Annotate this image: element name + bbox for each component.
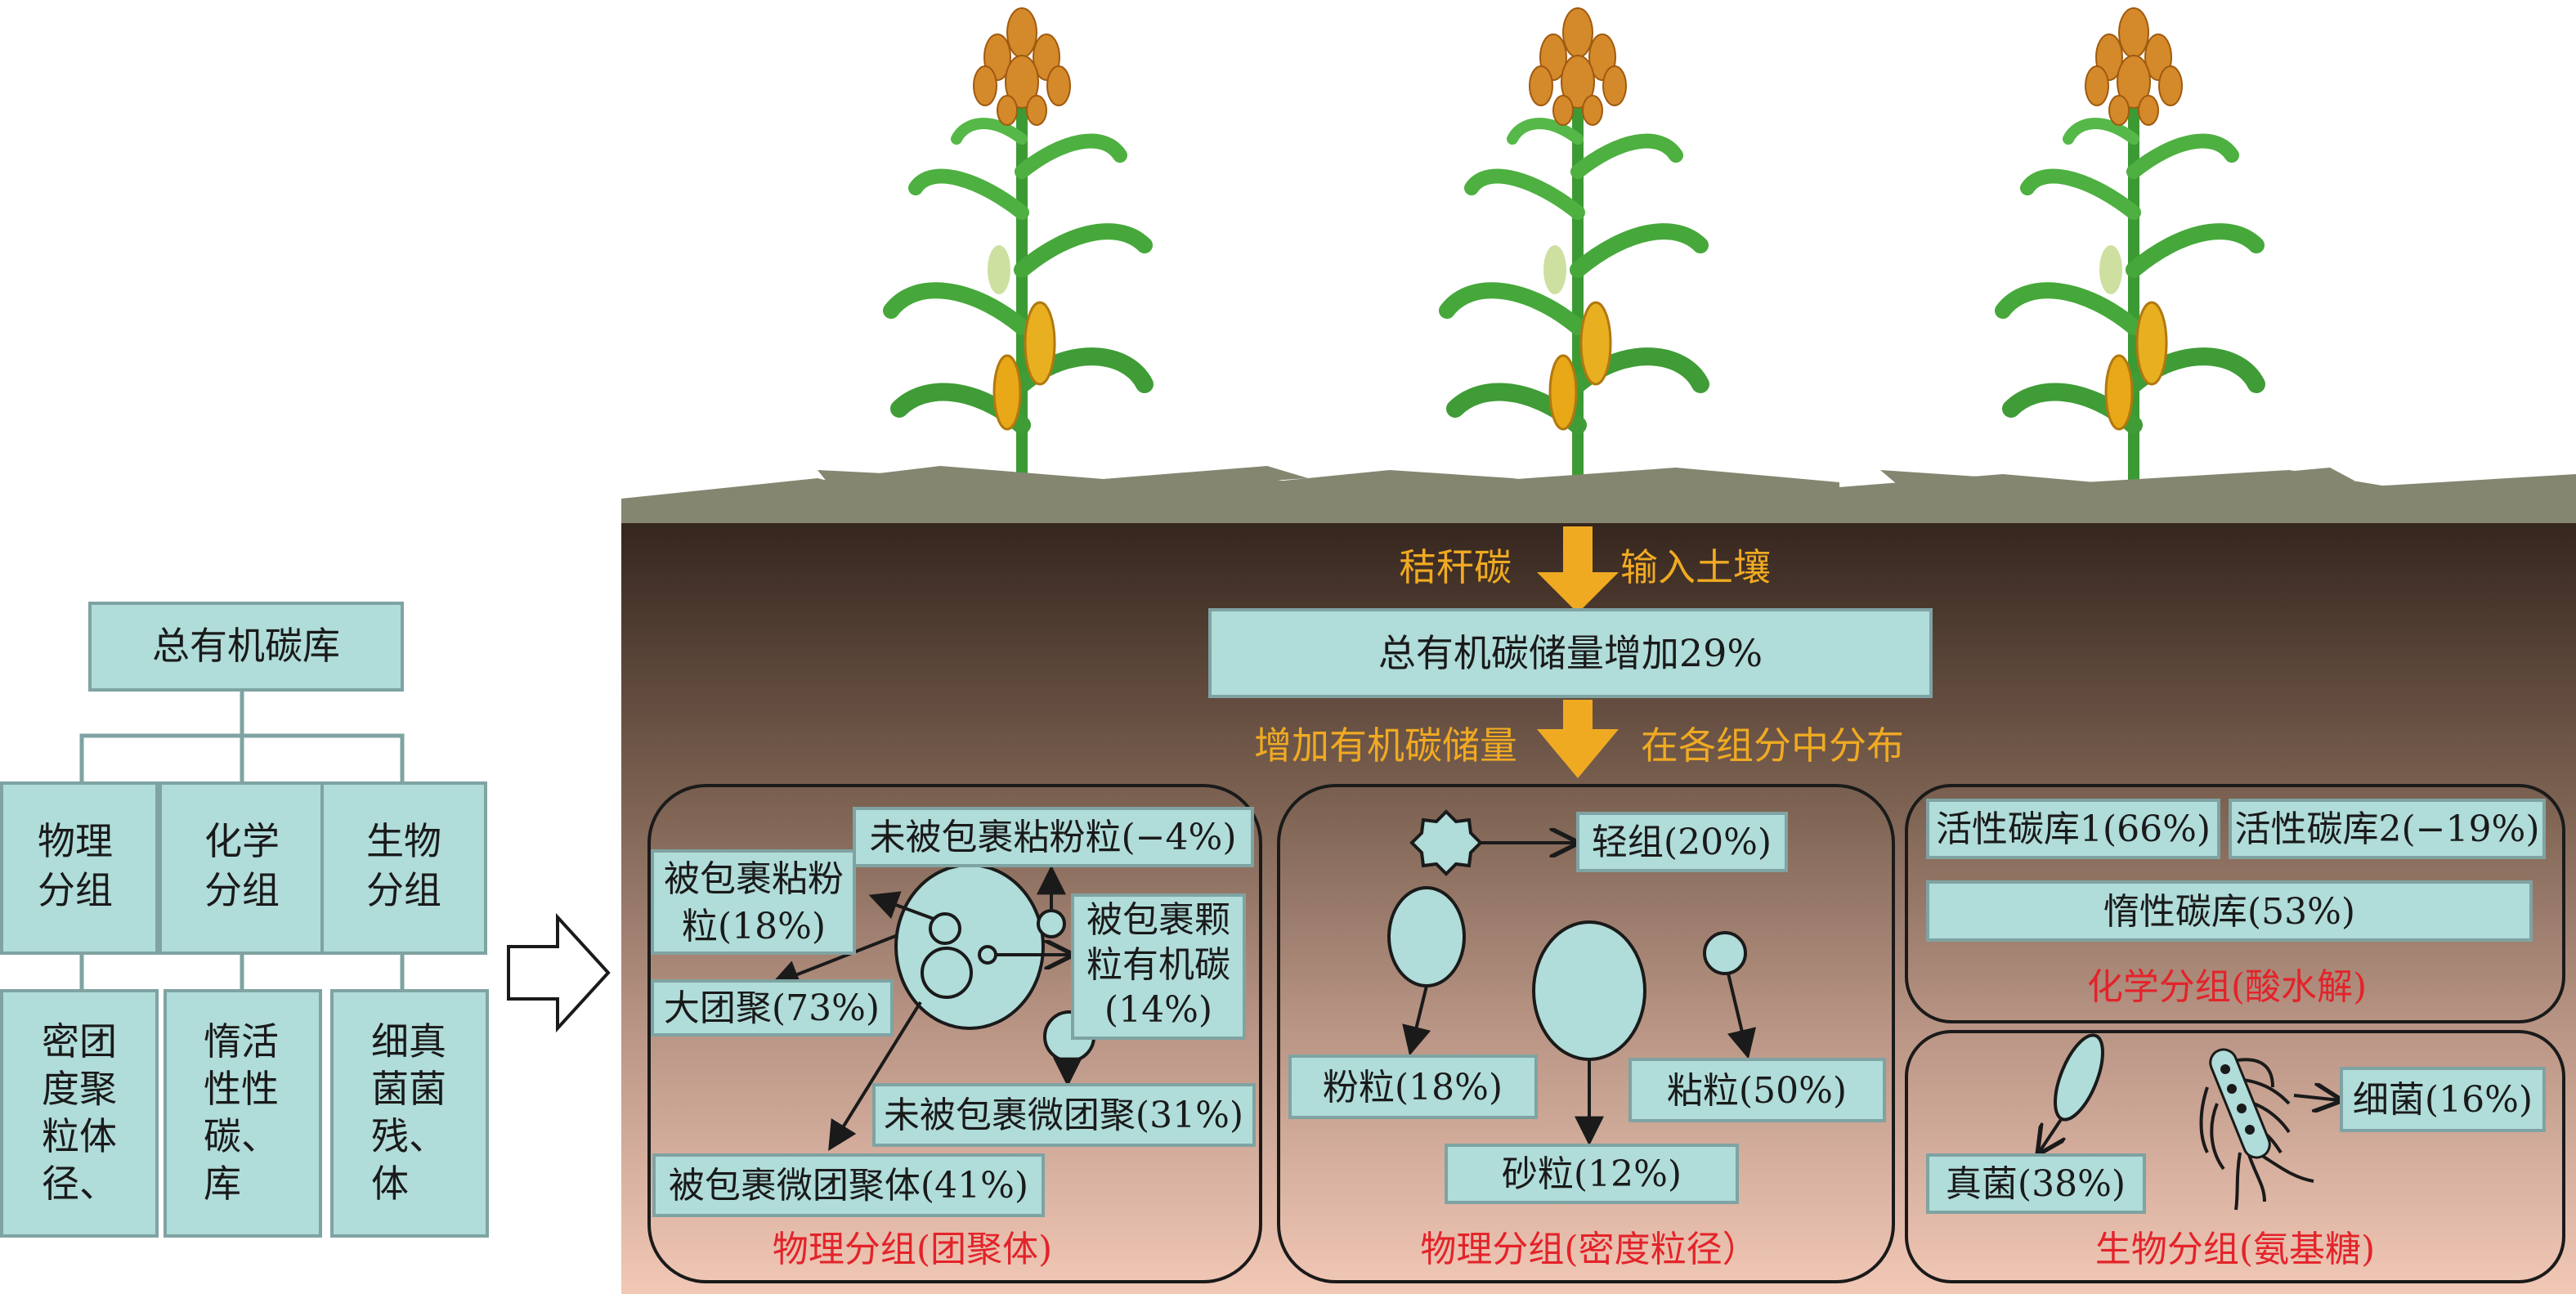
detail-label: 性性 [204,1067,279,1111]
group-label: 分组 [38,868,113,912]
detail-label: 体 [371,1162,409,1206]
protected-micro-label: 被包裹微团聚体(41%) [669,1165,1028,1207]
right-arrow-icon [507,912,611,1033]
detail-label: 菌菌 [371,1067,446,1111]
panel-chemical: 活性碳库1(66%) 活性碳库2(−19%) 惰性碳库(53%) 化学分组(酸水… [1905,784,2565,1023]
clay-label: 粘粒(50%) [1667,1070,1847,1112]
labile-pool-1-label: 活性碳库1(66%) [1936,808,2211,850]
group-label: 分组 [204,868,280,912]
root-label: 总有机碳库 [152,624,340,668]
corn-plant-icon [891,8,1145,490]
bacteria-label: 细菌(16%) [2353,1079,2533,1121]
panel-title: 生物分组(氨基糖) [2095,1229,2375,1270]
distribution-label-left: 增加有机碳储量 [1254,723,1517,768]
detail-label: 残、 [371,1114,446,1158]
group-label: 化学 [204,819,280,863]
straw-layer [621,466,2576,523]
group-label: 生物 [366,819,441,863]
protected-silt-clay-label: 被包裹粘粉 [664,858,844,900]
panel-title: 物理分组(密度粒径） [1420,1229,1758,1270]
pom-particle-icon [978,945,997,965]
unprotected-micro-label: 未被包裹微团聚(31%) [884,1095,1243,1136]
detail-label: 惰活 [204,1019,279,1063]
corn-plant-icon [1447,8,1700,490]
detail-label: 粒体 [42,1114,117,1158]
protected-silt-clay-label: 粒(18%) [682,906,826,947]
panel-aggregate: 未被包裹粘粉粒(−4%) 被包裹粘粉 粒(18%) 被包裹颗 粒有机碳 (14%… [647,784,1262,1283]
distribution-arrow-icon [1537,700,1619,778]
group-box-biological: 生物 分组 [320,781,487,955]
detail-label: 库 [204,1162,241,1206]
input-label-left: 秸秆碳 [1399,545,1512,589]
total-carbon-box: 总有机碳储量增加29% [1208,608,1933,698]
input-label-right: 输入土壤 [1620,545,1771,589]
sand-label: 砂粒(12%) [1502,1153,1682,1195]
detail-box-physical: 密团 度聚 粒体 径、 [0,989,159,1238]
protected-pom-label: 被包裹颗 [1086,899,1230,941]
light-fraction-label: 轻组(20%) [1592,822,1772,863]
distribution-label-right: 在各组分中分布 [1641,723,1904,768]
recalcitrant-pool-label: 惰性碳库(53%) [2103,891,2355,933]
protected-pom-label: 粒有机碳 [1086,944,1230,986]
detail-label: 细真 [371,1019,446,1063]
corn-plant-icon [2003,8,2256,490]
clay-particle-icon [1703,931,1747,975]
panel-density: 轻组(20%) 粉粒(18%) 粘粒(50%) 砂粒(12%) 物理分组(密度粒… [1277,784,1895,1283]
silt-particle-icon [1387,886,1466,987]
sand-particle-icon [1532,920,1646,1061]
silt-label: 粉粒(18%) [1323,1067,1503,1108]
group-label: 物理 [38,819,113,863]
connector-lines [79,690,405,991]
input-arrow-icon [1537,526,1619,613]
panel-title: 化学分组(酸水解) [2087,966,2367,1008]
unprotected-silt-clay-label: 未被包裹粘粉粒(−4%) [869,817,1236,858]
group-box-physical: 物理 分组 [0,781,159,955]
root-box: 总有机碳库 [88,602,404,692]
group-box-chemical: 化学 分组 [159,781,324,955]
panel-title: 物理分组(团聚体) [773,1229,1052,1270]
total-carbon-label: 总有机碳储量增加29% [1378,631,1763,675]
panel-biological: 真菌(38%) 细菌(16%) 生物分组(氨基糖) [1905,1030,2565,1283]
detail-label: 度聚 [42,1067,117,1111]
macroaggregate-label: 大团聚(73%) [664,987,880,1029]
detail-label: 碳、 [204,1114,279,1158]
detail-box-chemical: 惰活 性性 碳、 库 [164,989,322,1238]
bacterium-icon [2199,1048,2314,1211]
detail-box-biological: 细真 菌菌 残、 体 [330,989,489,1238]
fungi-label: 真菌(38%) [1946,1163,2126,1205]
protected-pom-label: (14%) [1104,989,1212,1031]
labile-pool-2-label: 活性碳库2(−19%) [2235,808,2540,850]
detail-label: 密团 [42,1019,117,1063]
group-label: 分组 [366,868,441,912]
detail-label: 径、 [42,1162,117,1206]
light-fraction-star-icon [1409,809,1483,876]
hierarchy-chart: 总有机碳库 物理 分组 化学 分组 生物 分组 密团 度聚 粒体 径、 惰活 性… [0,602,489,1238]
corn-plants [891,8,2256,490]
